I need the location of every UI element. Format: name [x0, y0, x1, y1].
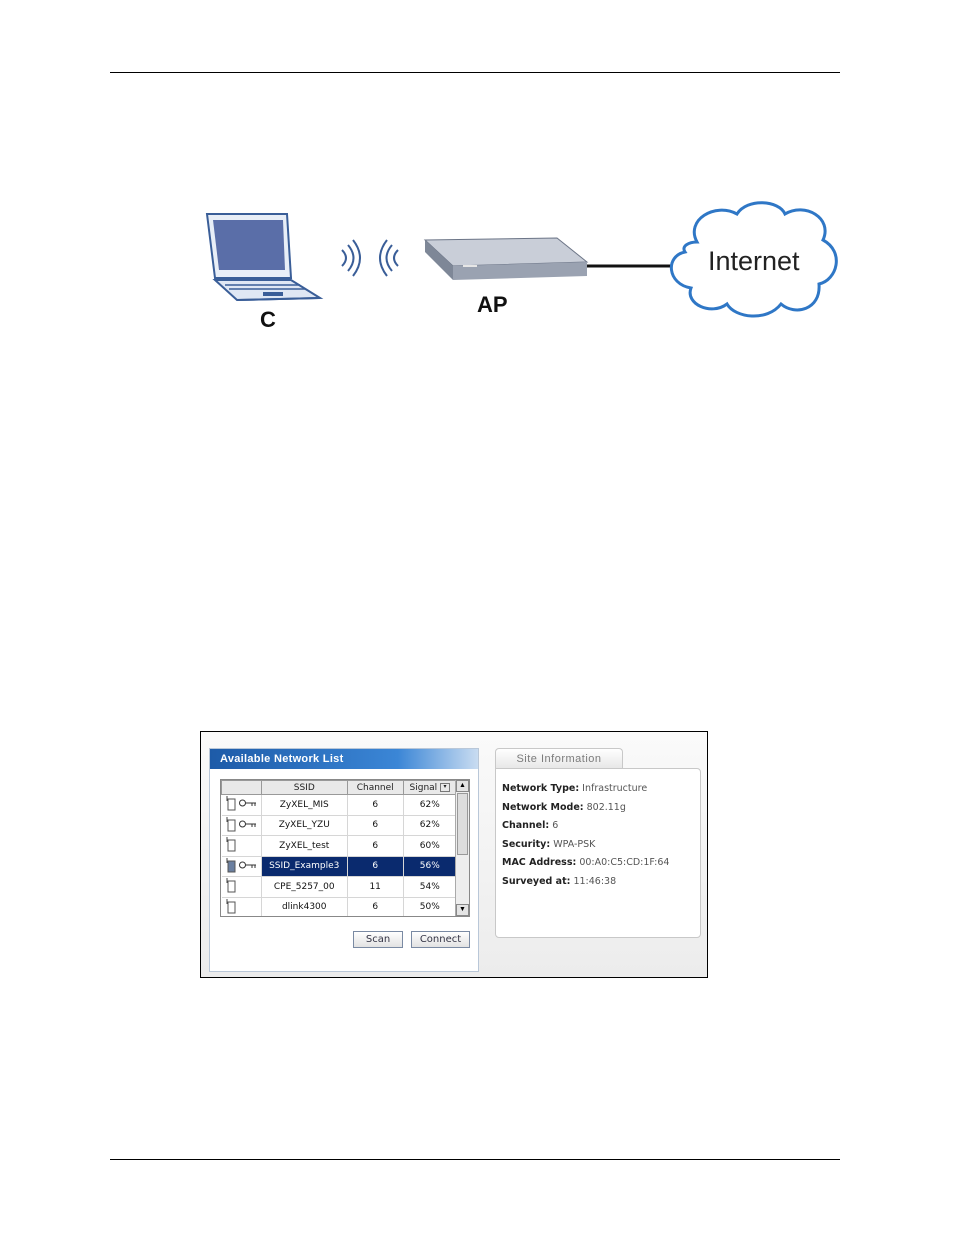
tab-site-information[interactable]: Site Information [495, 748, 623, 769]
channel-cell: 6 [347, 836, 403, 857]
icon-column-header [222, 781, 262, 795]
signal-cell: 62% [403, 815, 456, 836]
channel-column-header[interactable]: Channel [347, 781, 403, 795]
ssid-cell: CPE_5257_00 [261, 877, 347, 898]
channel-cell: 6 [347, 897, 403, 917]
site-info-value: 6 [552, 820, 558, 831]
site-info-value: WPA-PSK [553, 839, 595, 850]
internet-label: Internet [708, 246, 800, 277]
site-info-row: Network Type: Infrastructure [502, 783, 647, 794]
wireless-signal-icon [342, 240, 398, 276]
antenna-icon [225, 816, 237, 835]
site-info-value: 802.11g [587, 802, 626, 813]
list-scrollbar[interactable]: ▲ ▼ [455, 780, 469, 916]
ssid-cell: ZyXEL_YZU [261, 815, 347, 836]
site-info-value: 00:A0:C5:CD:1F:64 [579, 857, 669, 868]
site-info-label: Network Mode: [502, 802, 584, 813]
scroll-up-icon[interactable]: ▲ [456, 780, 469, 792]
utility-screenshot: Available Network List SSID Channel Sign… [200, 731, 708, 978]
row-icons [222, 856, 262, 877]
client-label: C [260, 307, 276, 333]
key-icon [239, 820, 257, 831]
row-icons [222, 877, 262, 898]
signal-header-label: Signal [410, 783, 438, 793]
header-rule [110, 72, 840, 73]
site-info-label: Security: [502, 839, 550, 850]
laptop-icon [207, 214, 320, 300]
scroll-thumb[interactable] [457, 793, 468, 855]
site-info-label: Surveyed at: [502, 876, 570, 887]
site-info-value: Infrastructure [582, 783, 647, 794]
antenna-icon [225, 877, 237, 896]
sort-arrow-icon[interactable]: ▾ [440, 783, 450, 792]
antenna-icon [225, 898, 237, 917]
scroll-down-icon[interactable]: ▼ [456, 904, 469, 916]
key-icon [239, 861, 257, 872]
ssid-cell: dlink4300 [261, 897, 347, 917]
site-info-value: 11:46:38 [573, 876, 616, 887]
row-icons [222, 815, 262, 836]
channel-cell: 6 [347, 795, 403, 816]
ssid-cell: SSID_Example3 [261, 856, 347, 877]
row-icons [222, 897, 262, 917]
network-diagram: C AP Internet [205, 200, 840, 330]
ssid-cell: ZyXEL_MIS [261, 795, 347, 816]
panel-title: Available Network List [210, 749, 478, 769]
ap-label: AP [477, 292, 508, 318]
signal-cell: 54% [403, 877, 456, 898]
site-info-row: MAC Address: 00:A0:C5:CD:1F:64 [502, 857, 669, 868]
site-info-label: Channel: [502, 820, 549, 831]
antenna-icon [225, 857, 237, 876]
site-info-row: Security: WPA-PSK [502, 839, 595, 850]
site-info-label: MAC Address: [502, 857, 576, 868]
channel-cell: 6 [347, 815, 403, 836]
signal-cell: 56% [403, 856, 456, 877]
signal-cell: 60% [403, 836, 456, 857]
site-info-row: Channel: 6 [502, 820, 558, 831]
key-icon [239, 799, 257, 810]
antenna-icon [225, 795, 237, 814]
site-info-row: Network Mode: 802.11g [502, 802, 626, 813]
channel-cell: 11 [347, 877, 403, 898]
row-icons [222, 795, 262, 816]
footer-rule [110, 1159, 840, 1160]
available-network-panel: Available Network List SSID Channel Sign… [209, 748, 479, 972]
signal-cell: 50% [403, 897, 456, 917]
ssid-column-header[interactable]: SSID [261, 781, 347, 795]
channel-cell: 6 [347, 856, 403, 877]
connect-button[interactable]: Connect [411, 931, 470, 948]
signal-cell: 62% [403, 795, 456, 816]
antenna-icon [225, 836, 237, 855]
row-icons [222, 836, 262, 857]
site-info-label: Network Type: [502, 783, 579, 794]
access-point-icon [425, 238, 587, 280]
site-info-row: Surveyed at: 11:46:38 [502, 876, 616, 887]
ssid-cell: ZyXEL_test [261, 836, 347, 857]
signal-column-header[interactable]: Signal ▾ [403, 781, 456, 795]
scan-button[interactable]: Scan [353, 931, 403, 948]
